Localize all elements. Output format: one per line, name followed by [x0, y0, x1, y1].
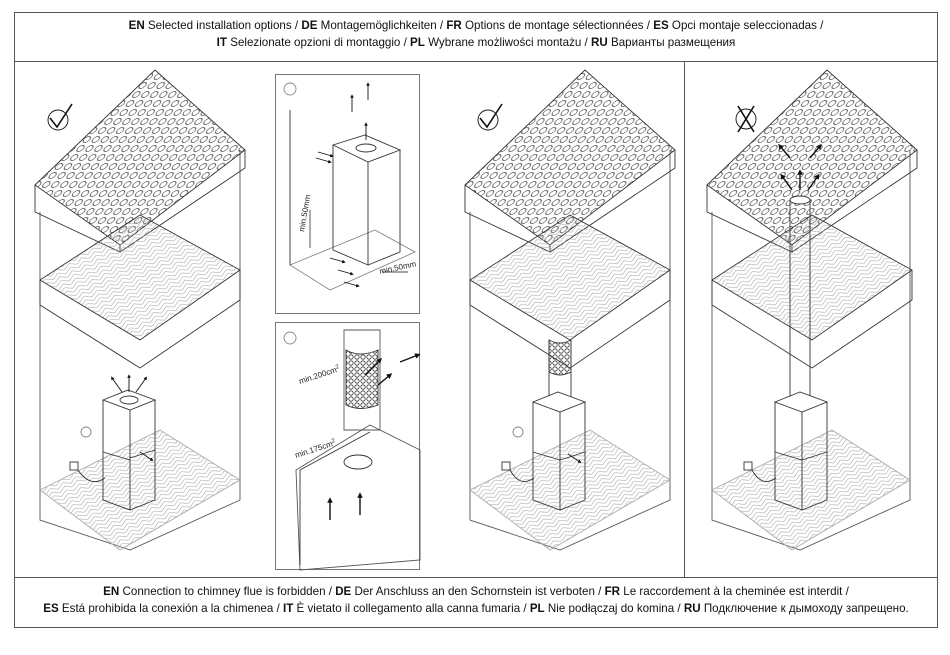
option-1-scene [34, 69, 246, 551]
clearance-detail [283, 82, 417, 291]
cross-mark-icon [735, 105, 757, 133]
footer-divider [14, 577, 938, 578]
option-3-scene [464, 69, 676, 551]
min-200cm2-label: min.200cm2 [298, 364, 342, 386]
header-divider [14, 61, 938, 62]
diagram-frame [14, 12, 938, 628]
header-line-1: EN Selected installation options / DE Mo… [128, 19, 824, 32]
footer-line-1: EN Connection to chimney flue is forbidd… [103, 585, 849, 598]
check-mark-icon [47, 103, 73, 131]
footer-line-2: ES Está prohibida la conexión a la chime… [43, 601, 909, 615]
clearance-detail-panel [275, 74, 420, 314]
header-text: EN Selected installation options / DE Mo… [14, 18, 938, 51]
vent-detail [283, 329, 421, 571]
min-50mm-horizontal-label: min.50mm [379, 259, 418, 276]
check-mark-icon [477, 103, 503, 131]
forbidden-divider [684, 62, 685, 577]
header-line-2: IT Selezionate opzioni di montaggio / PL… [216, 35, 736, 49]
footer-text: EN Connection to chimney flue is forbidd… [14, 584, 938, 617]
option-4-scene [706, 69, 918, 551]
